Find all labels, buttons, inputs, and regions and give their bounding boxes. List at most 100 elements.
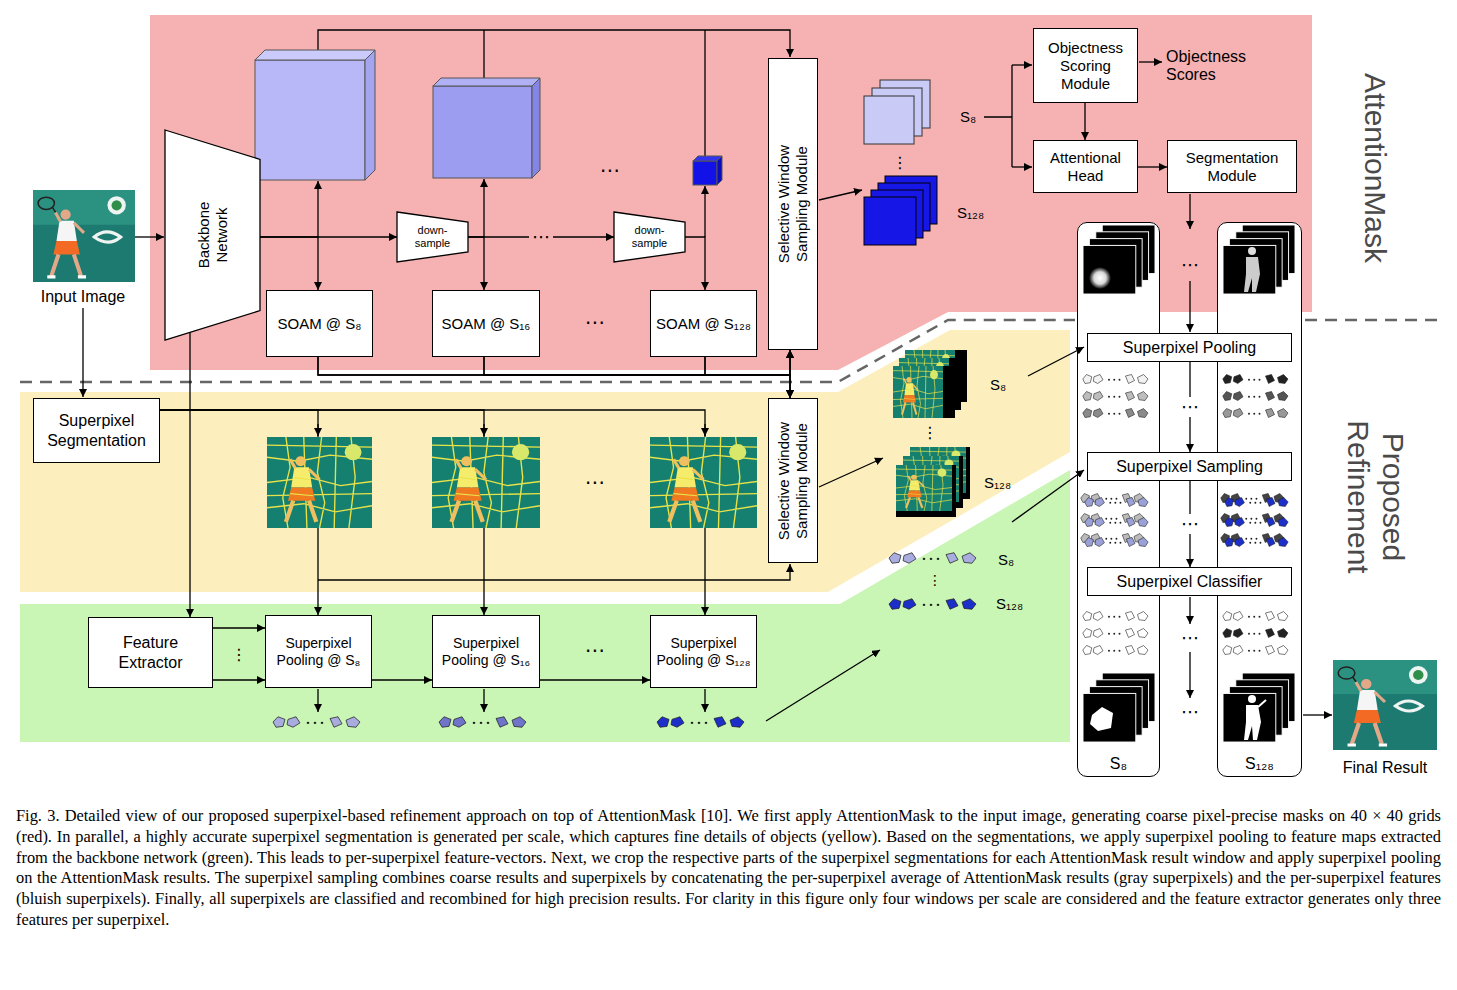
- scale-label: S₁₂₈: [984, 474, 1011, 491]
- arrow: [1012, 470, 1084, 522]
- segmentation-module-box: Segmentation Module: [1167, 140, 1297, 193]
- node-label: Superpixel Pooling @ S₁₆: [437, 635, 535, 669]
- connector-arrow: [705, 350, 790, 375]
- arrow: [483, 689, 484, 712]
- scale-label: S₈: [998, 551, 1014, 568]
- input-photo: [33, 190, 135, 282]
- arrow: [1139, 61, 1162, 62]
- node-label: S₈: [1110, 754, 1127, 773]
- arrow: [317, 689, 318, 712]
- superpixel-pooling-box: Superpixel Pooling @ S₁₂₈: [650, 615, 757, 688]
- superpixel-row: [1223, 629, 1288, 638]
- arrow: [766, 650, 880, 721]
- mask-stack: [1083, 225, 1155, 294]
- scale-label: S₁₂₈: [957, 204, 984, 221]
- connector-arrow: [1138, 166, 1167, 167]
- backbone-trapezoid: Backbone Network: [165, 130, 260, 340]
- connector-arrow: [213, 627, 265, 628]
- superpixel-row: [1085, 518, 1148, 527]
- ellipsis: ⋮: [892, 154, 908, 172]
- connector-arrow: [484, 357, 790, 398]
- node-label: SOAM @ S₁₂₈: [656, 315, 751, 333]
- outline-shape: [397, 212, 468, 262]
- edge-label: ⋯: [529, 227, 553, 247]
- superpixel-row: [657, 717, 744, 728]
- node-label: Feature Extractor: [103, 633, 198, 671]
- connector-arrow: [160, 410, 705, 615]
- scoring-module-box: Objectness Scoring Module: [1033, 28, 1138, 103]
- feature-extractor-box: Feature Extractor: [88, 617, 213, 688]
- superpixel-sampling-box: Superpixel Sampling: [1087, 452, 1292, 481]
- cube-face: [365, 50, 375, 180]
- arrow: [318, 30, 790, 57]
- arrow: [1303, 714, 1332, 715]
- arrow: [1189, 597, 1190, 624]
- node-label: Superpixel Classifier: [1117, 572, 1263, 591]
- refined-blob: [1090, 707, 1113, 731]
- connector-arrow: [213, 679, 265, 680]
- arrow: [318, 564, 790, 580]
- wire: [704, 30, 705, 156]
- refined-person: [1248, 695, 1256, 703]
- result-photo: [1333, 660, 1437, 750]
- window-feature-stack: [864, 80, 937, 245]
- superpixel-row: [889, 599, 976, 610]
- wire: [984, 65, 1012, 167]
- connector-arrow: [189, 332, 190, 617]
- attention-head-box: Attentional Head: [1033, 140, 1138, 193]
- superpixel-row: [273, 717, 360, 728]
- crop-pad: [893, 366, 955, 418]
- arrow: [1189, 652, 1190, 698]
- outline-shape: [614, 212, 685, 262]
- cube-face: [532, 78, 540, 178]
- arrow: [317, 424, 318, 436]
- column-ground: [1217, 222, 1302, 777]
- ellipsis: ⋯: [1181, 255, 1199, 276]
- node-label: S₁₂₈: [1245, 754, 1274, 773]
- feature-window: [864, 197, 916, 245]
- ellipsis: ⋮: [231, 646, 247, 664]
- region-title: AttentionMask: [1357, 73, 1393, 263]
- ellipsis: ⋯: [585, 471, 605, 494]
- refined-person: [1258, 700, 1266, 707]
- connector-arrow: [260, 237, 318, 290]
- arrow: [1189, 281, 1190, 332]
- superpixel-row: [1083, 646, 1148, 655]
- soam-box: SOAM @ S₁₂₈: [650, 290, 757, 357]
- node-label: Superpixel Pooling @ S₁₂₈: [655, 635, 752, 669]
- superpixel-row: [1223, 646, 1288, 655]
- superpixel-row: [439, 717, 526, 728]
- node-label: Selective Window Sampling Module: [775, 411, 811, 551]
- soam-box: SOAM @ S₈: [266, 290, 373, 357]
- feature-window: [864, 96, 914, 144]
- superpixel-segmentation-box: Superpixel Segmentation: [33, 398, 160, 463]
- connector-arrow: [685, 237, 705, 290]
- ellipsis: ⋯: [1181, 628, 1199, 649]
- arrow: [135, 236, 164, 237]
- mask-stack: [1223, 673, 1295, 742]
- node-label: Attentional Head: [1038, 149, 1133, 185]
- edge-label: ⋯: [1178, 514, 1202, 534]
- scale-column: S₈: [1077, 222, 1160, 777]
- arrow: [1012, 64, 1032, 65]
- connector-arrow: [372, 679, 432, 680]
- cube-face: [255, 50, 375, 60]
- connector-arrow: [318, 350, 790, 375]
- node-label: Objectness Scoring Module: [1038, 39, 1133, 93]
- superpixel-image: [650, 437, 757, 528]
- feature-cubes: [255, 50, 722, 185]
- superpixel-row: [1085, 538, 1148, 547]
- superpixel-row: [1083, 612, 1148, 621]
- superpixel-row: [1223, 375, 1288, 384]
- superpixel-image: [432, 437, 540, 528]
- ellipsis: ⋮: [928, 572, 942, 588]
- node-label: Backbone Network: [195, 190, 231, 280]
- superpixel-row: [1083, 392, 1148, 401]
- node-label: Superpixel Sampling: [1116, 457, 1263, 476]
- arrow: [704, 689, 705, 712]
- arrow: [1012, 166, 1032, 167]
- node-label: Superpixel Pooling: [1123, 338, 1256, 357]
- arrow: [82, 308, 83, 397]
- scale-label: S₈: [990, 376, 1006, 393]
- ellipsis: ⋯: [585, 311, 605, 334]
